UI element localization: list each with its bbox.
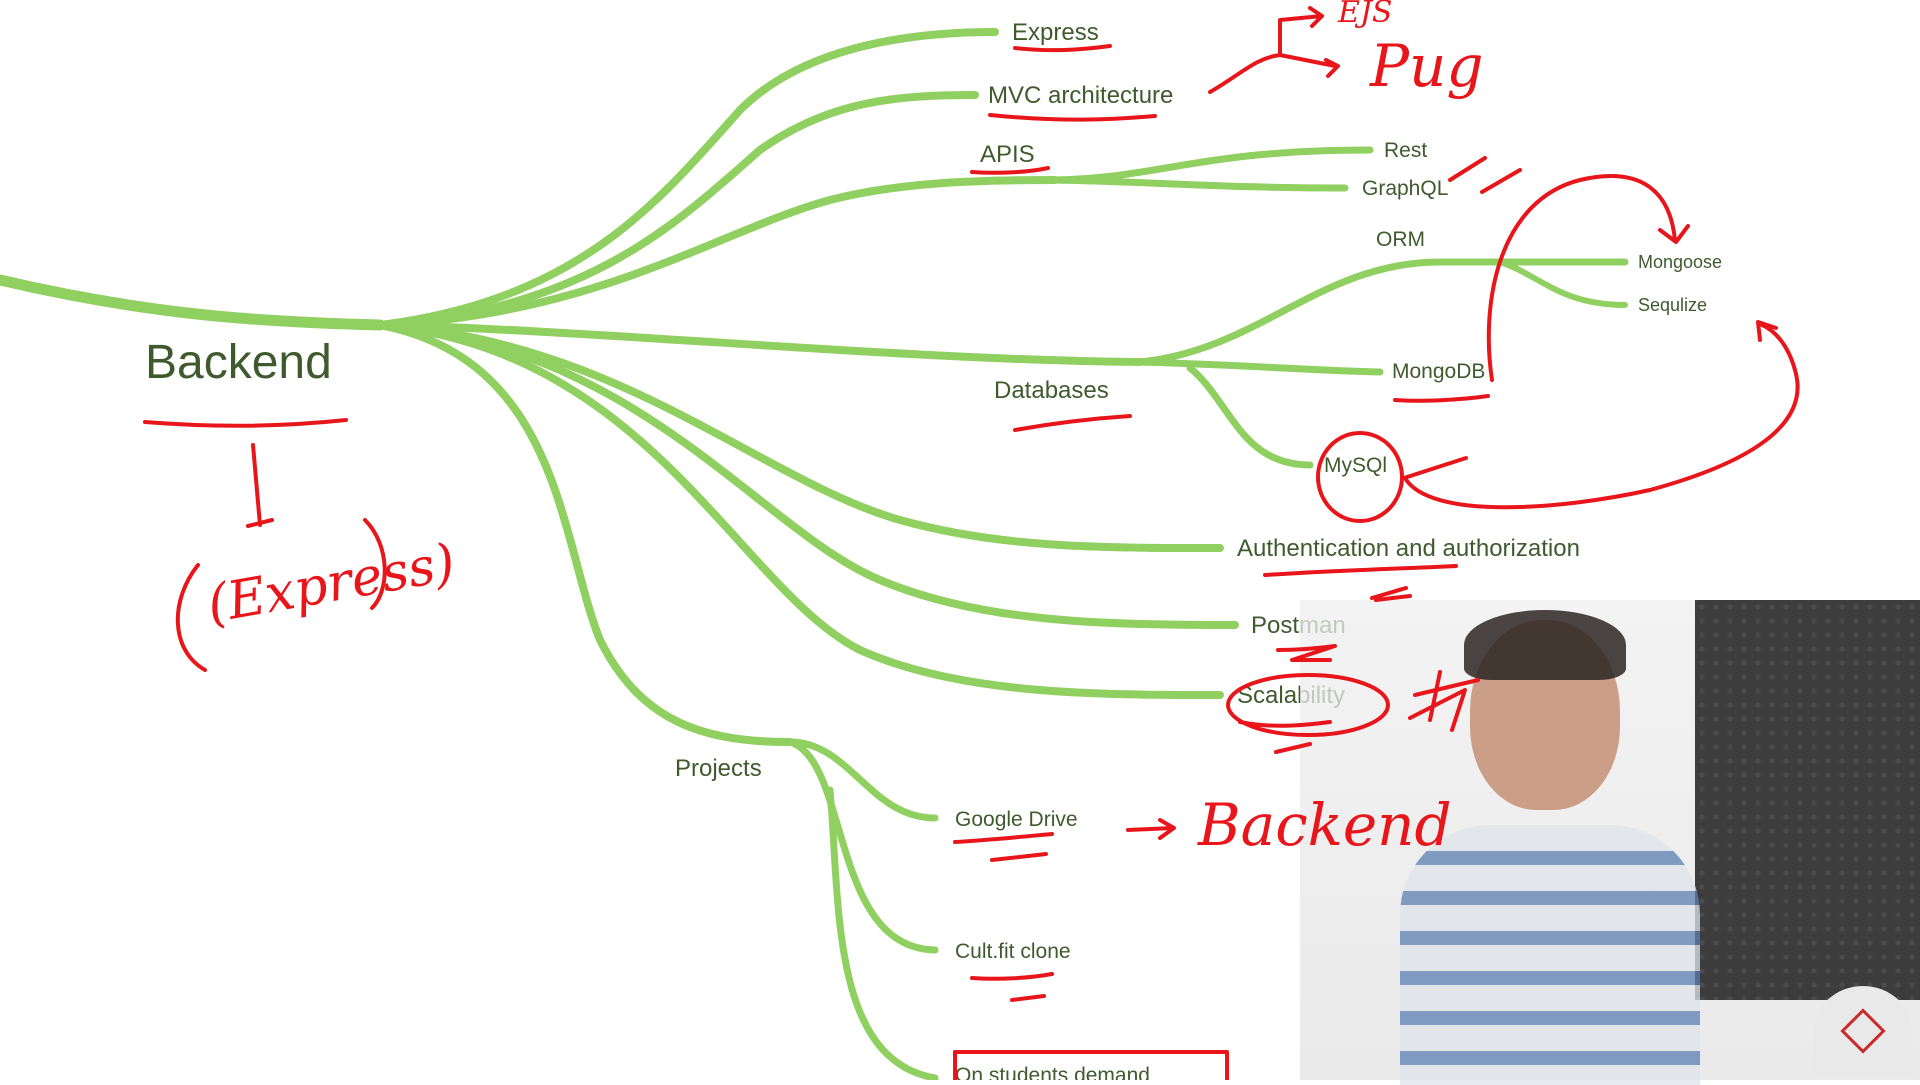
branch-apis [376, 176, 1059, 329]
mvc-arrowheads [1308, 6, 1340, 78]
auth-underline [1263, 564, 1458, 577]
node-graphql: GraphQL [1362, 177, 1448, 200]
node-orm: ORM [1376, 228, 1425, 251]
scalability-circle [1226, 673, 1390, 737]
branch-projects [376, 321, 794, 746]
branch-mvc [376, 91, 979, 329]
presenter-shirt [1400, 825, 1700, 1085]
google-drive-underline [953, 832, 1054, 862]
paren-left [175, 563, 207, 672]
branch-mysql [1186, 364, 1314, 469]
acoustic-foam-panel [1695, 600, 1920, 1000]
mysql-circle [1316, 431, 1404, 523]
node-sequelize: Sequlize [1638, 295, 1707, 315]
root-underline [143, 418, 348, 428]
graphql-checkmarks [1448, 156, 1522, 194]
branch-postman [376, 321, 1239, 629]
branch-orm [1136, 258, 1629, 366]
mvc-branch-arrows [1208, 14, 1337, 94]
branch-google-drive [786, 738, 939, 822]
mongoose-arrowhead [1658, 224, 1690, 244]
node-express: Express [1012, 19, 1099, 46]
branch-cultfit [786, 738, 939, 954]
node-mongoose: Mongoose [1638, 252, 1722, 272]
channel-logo-icon [1814, 986, 1912, 1076]
node-mongodb: MongoDB [1392, 360, 1485, 383]
cultfit-underline [970, 972, 1054, 1002]
node-on-demand: On students demand [955, 1064, 1150, 1080]
postman-mark [1276, 644, 1337, 662]
root-annotation-text: (Express) [203, 533, 460, 636]
root-node-label: Backend [145, 336, 332, 389]
node-auth: Authentication and authorization [1237, 535, 1580, 562]
branch-on-demand [826, 786, 939, 1080]
presenter-hair [1464, 610, 1626, 680]
branch-auth [376, 321, 1224, 552]
mongodb-underline [1393, 394, 1490, 403]
google-drive-annotation: Backend [1197, 791, 1452, 859]
scalability-star [1408, 670, 1480, 732]
sequelize-arrowhead [1756, 320, 1778, 342]
databases-underline [1013, 414, 1132, 432]
node-mysql: MySQl [1324, 454, 1387, 477]
node-cultfit: Cult.fit clone [955, 940, 1071, 963]
mongodb-to-mongoose-arrow [1486, 174, 1677, 382]
express-underline [1013, 44, 1112, 53]
root-branch [0, 274, 386, 331]
mysql-to-sequelize-arrow [1403, 322, 1800, 510]
branch-databases [376, 321, 1144, 366]
apis-underline [970, 166, 1050, 175]
branch-express [376, 28, 999, 329]
google-drive-arrow [1126, 818, 1176, 840]
mindmap-branches [0, 28, 1629, 1080]
branch-graphql [1051, 176, 1349, 192]
auth-tick [1370, 586, 1412, 602]
node-apis: APIS [980, 141, 1035, 168]
branch-mongodb [1136, 358, 1384, 376]
scalability-ticks [1238, 720, 1332, 754]
node-google-drive: Google Drive [955, 808, 1078, 831]
branch-sequelize [1497, 259, 1628, 308]
mysql-tick [1402, 456, 1468, 480]
node-databases: Databases [994, 377, 1109, 404]
paren-right [363, 518, 387, 610]
on-demand-box [953, 1050, 1229, 1080]
branch-scalability [376, 321, 1224, 699]
node-mvc: MVC architecture [988, 82, 1173, 109]
mvc-underline [988, 113, 1157, 122]
root-arrow [246, 443, 274, 528]
ejs-annotation: EJS [1337, 0, 1392, 30]
node-rest: Rest [1384, 139, 1427, 162]
presenter-figure [1400, 610, 1700, 1085]
pug-annotation: Pug [1369, 32, 1484, 100]
node-projects: Projects [675, 755, 762, 782]
